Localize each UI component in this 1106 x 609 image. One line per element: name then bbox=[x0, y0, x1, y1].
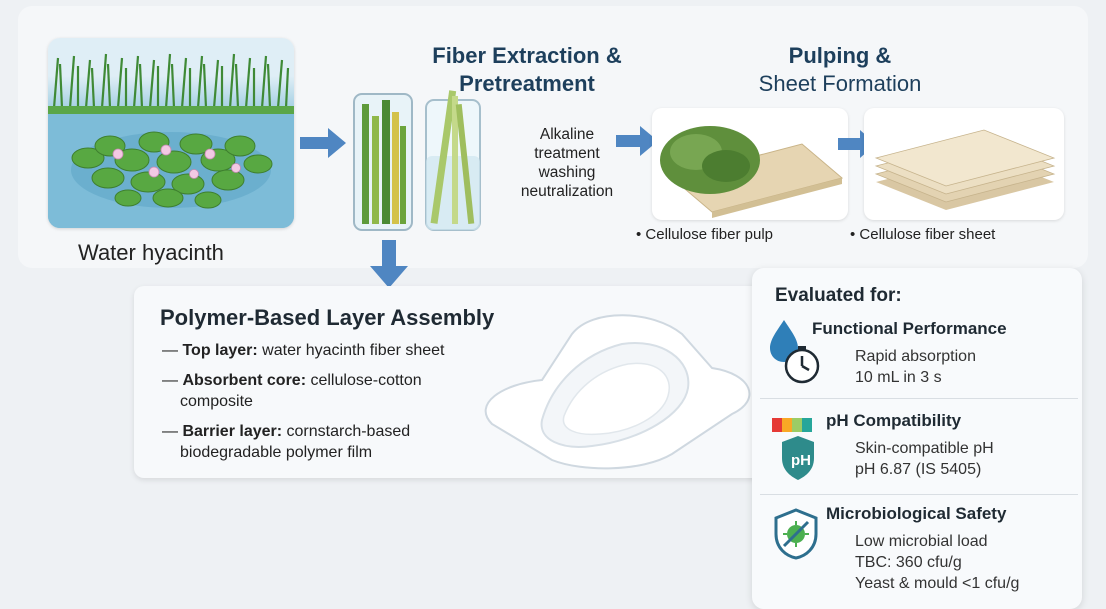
treatment-line4: neutralization bbox=[520, 183, 614, 200]
layer-dash: — bbox=[162, 342, 178, 359]
detail-line: 10 mL in 3 s bbox=[855, 369, 942, 386]
evaluation-title: Evaluated for: bbox=[775, 285, 902, 306]
pulping-title: Pulping & Sheet Formation bbox=[730, 42, 950, 98]
microbiological-safety-details: Low microbial load TBC: 360 cfu/g Yeast … bbox=[855, 531, 1019, 594]
divider bbox=[760, 398, 1078, 399]
microbe-shield-icon bbox=[774, 508, 818, 560]
pulp-illustration bbox=[660, 126, 844, 218]
treatment-line1: Alkaline bbox=[539, 126, 595, 143]
detail-line: Low microbial load bbox=[855, 533, 988, 550]
functional-performance-details: Rapid absorption 10 mL in 3 s bbox=[855, 346, 976, 388]
layer-label: Top layer: bbox=[182, 342, 258, 359]
treatment-line3: washing bbox=[538, 164, 596, 181]
layer-assembly-title: Polymer-Based Layer Assembly bbox=[160, 305, 495, 330]
ph-badge: pH bbox=[791, 452, 811, 469]
ph-shield-icon bbox=[772, 418, 814, 480]
sanitary-pad-illustration bbox=[484, 314, 751, 470]
water-hyacinth-caption: Water hyacinth bbox=[78, 240, 224, 265]
detail-line: pH 6.87 (IS 5405) bbox=[855, 461, 982, 478]
pulping-title-line1: Pulping & bbox=[788, 43, 892, 68]
arrow-right-icon bbox=[300, 128, 346, 158]
pulping-title-line2: Sheet Formation bbox=[758, 71, 922, 96]
layer-item-top: — Top layer: water hyacinth fiber sheet bbox=[162, 340, 522, 361]
layer-item-barrier: — Barrier layer: cornstarch-based biodeg… bbox=[162, 421, 522, 463]
pulp-caption: • Cellulose fiber pulp bbox=[636, 226, 773, 243]
treatment-steps: Alkaline treatment washing neutralizatio… bbox=[508, 125, 626, 201]
sheet-caption: • Cellulose fiber sheet bbox=[850, 226, 996, 243]
layer-text-cont: composite bbox=[180, 393, 253, 410]
arrow-right-icon bbox=[616, 126, 658, 156]
fiber-extraction-title: Fiber Extraction & Pretreatment bbox=[402, 42, 652, 98]
water-drop-stopwatch-icon bbox=[770, 320, 820, 384]
ph-compatibility-heading: pH Compatibility bbox=[826, 411, 962, 430]
functional-performance-heading: Functional Performance bbox=[812, 319, 1007, 338]
detail-line: Rapid absorption bbox=[855, 348, 976, 365]
fiber-title-line2: Pretreatment bbox=[459, 71, 595, 96]
divider bbox=[760, 494, 1078, 495]
detail-line: Yeast & mould <1 cfu/g bbox=[855, 575, 1020, 592]
microbiological-safety-heading: Microbiological Safety bbox=[826, 504, 1007, 523]
layer-label: Absorbent core: bbox=[182, 372, 307, 389]
layer-item-core: — Absorbent core: cellulose-cotton compo… bbox=[162, 370, 522, 412]
water-hyacinth-image bbox=[48, 38, 294, 228]
sheet-stack-illustration bbox=[874, 129, 1056, 210]
detail-line: TBC: 360 cfu/g bbox=[855, 554, 962, 571]
layer-label: Barrier layer: bbox=[182, 423, 283, 440]
detail-line: Skin-compatible pH bbox=[855, 440, 994, 457]
fiber-beakers-illustration bbox=[353, 90, 481, 231]
layer-text: cellulose-cotton bbox=[306, 372, 422, 389]
cellulose-sheet-image bbox=[864, 108, 1064, 220]
layer-text: cornstarch-based bbox=[282, 423, 411, 440]
cellulose-pulp-image bbox=[652, 108, 848, 220]
arrow-down-icon bbox=[370, 240, 408, 288]
ph-compatibility-details: Skin-compatible pH pH 6.87 (IS 5405) bbox=[855, 438, 994, 480]
fiber-title-line1: Fiber Extraction & bbox=[432, 43, 622, 68]
treatment-line2: treatment bbox=[534, 145, 600, 162]
layer-text: water hyacinth fiber sheet bbox=[257, 342, 445, 359]
layer-dash: — bbox=[162, 423, 178, 440]
water-hyacinth-illustration bbox=[48, 53, 294, 228]
layer-dash: — bbox=[162, 372, 178, 389]
layer-text-cont: biodegradable polymer film bbox=[180, 444, 373, 461]
